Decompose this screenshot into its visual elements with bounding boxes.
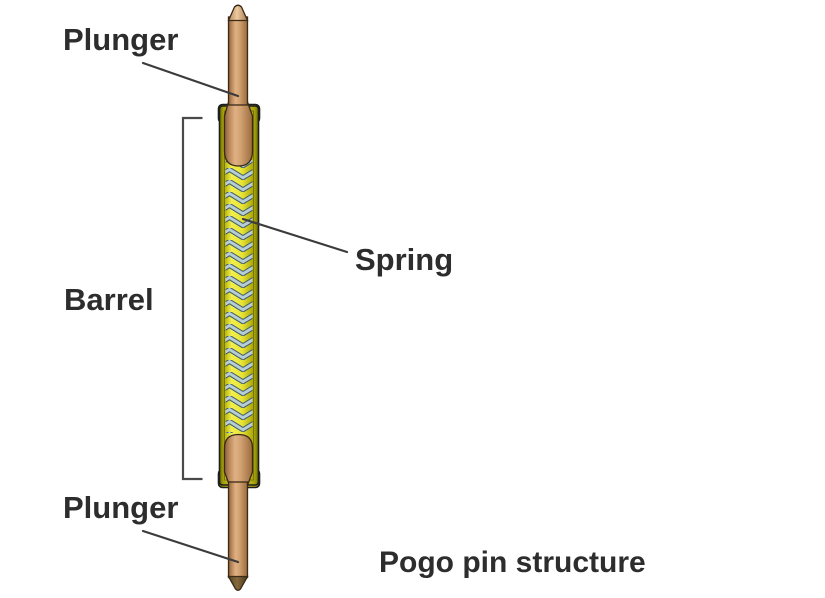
label-spring: Spring xyxy=(355,242,454,277)
label-plunger-top: Plunger xyxy=(63,22,179,57)
barrel-bracket xyxy=(181,116,203,481)
diagram-caption: Pogo pin structure xyxy=(379,546,646,579)
spring-coil xyxy=(225,160,253,433)
bottom-plunger-head xyxy=(223,433,254,485)
bottom-plunger-tip xyxy=(227,575,249,591)
label-plunger-bottom: Plunger xyxy=(63,490,179,525)
leader-line-plunger-top xyxy=(141,61,240,98)
top-plunger-head xyxy=(223,101,254,167)
top-plunger-shaft xyxy=(227,16,249,106)
leader-line-spring xyxy=(241,217,349,254)
bottom-plunger-shaft xyxy=(227,481,249,579)
leader-line-plunger-bottom xyxy=(141,529,240,564)
label-barrel: Barrel xyxy=(64,282,154,317)
top-plunger-tip xyxy=(227,4,249,22)
